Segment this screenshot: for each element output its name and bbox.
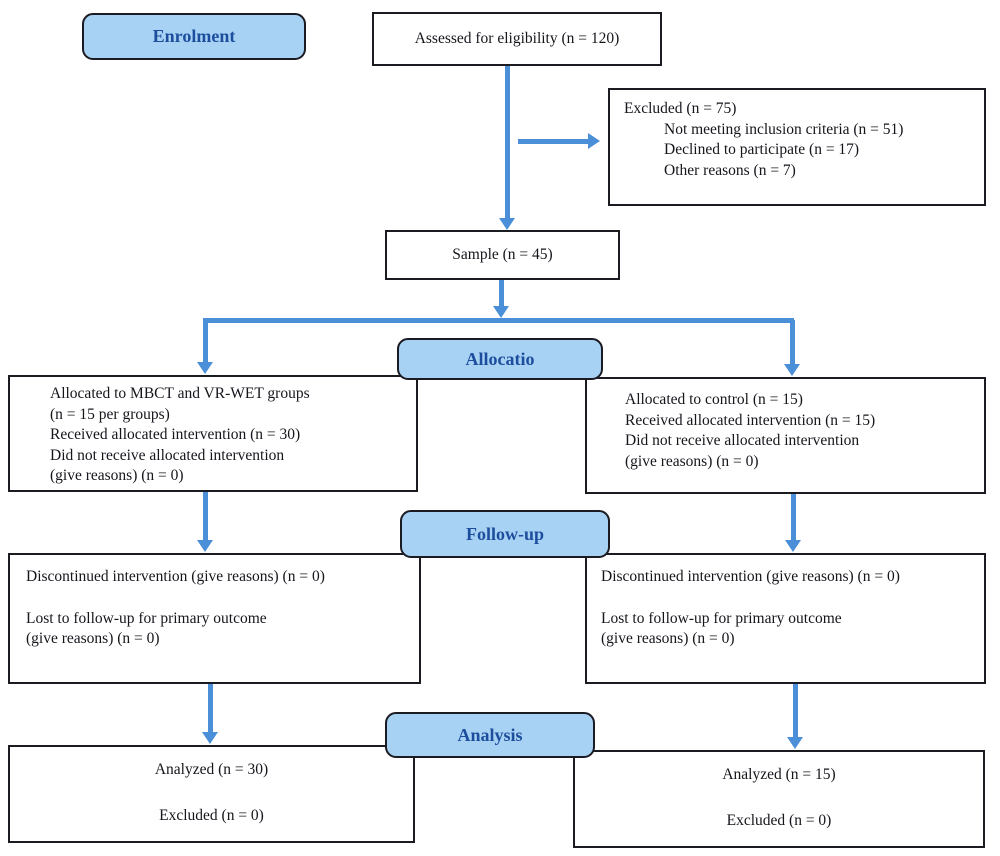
excluded-reason: Other reasons (n = 7) [664, 161, 796, 179]
followup-line: (give reasons) (n = 0) [26, 630, 160, 648]
arrow-shaft [504, 66, 510, 218]
analysis-control-box: Analyzed (n = 15) Excluded (n = 0) [573, 750, 985, 848]
arrow-shaft [498, 280, 504, 306]
arrow-right-icon [588, 133, 600, 149]
sample-text: Sample (n = 45) [452, 245, 553, 263]
excluded-title: Excluded (n = 75) [624, 100, 737, 117]
excluded-reason: Declined to participate (n = 17) [664, 141, 860, 159]
allocation-line: (give reasons) (n = 0) [50, 467, 184, 485]
arrow-allocation-to-followup-right [785, 494, 801, 552]
analyzed-count: Analyzed (n = 30) [154, 761, 269, 778]
allocation-line: Did not receive allocated intervention [625, 432, 860, 450]
arrow-down-icon [784, 364, 800, 376]
followup-line: Lost to follow-up for primary outcome [26, 609, 267, 627]
arrow-shaft [207, 684, 213, 732]
arrow-shaft [202, 492, 208, 540]
arrow-split-to-right-allocation [784, 320, 800, 376]
sample-box: Sample (n = 45) [385, 230, 620, 280]
allocation-intervention-box: Allocated to MBCT and VR-WET groups (n =… [8, 375, 418, 492]
arrow-eligibility-to-sample [499, 66, 515, 230]
allocation-line: (give reasons) (n = 0) [625, 452, 759, 470]
followup-line: Lost to follow-up for primary outcome [601, 609, 842, 627]
followup-control-box: Discontinued intervention (give reasons)… [585, 553, 986, 684]
arrow-shaft [789, 320, 795, 364]
arrow-followup-to-analysis-left [202, 684, 218, 744]
arrow-down-icon [499, 218, 515, 230]
arrow-down-icon [785, 540, 801, 552]
analyzed-count: Analyzed (n = 15) [722, 766, 836, 783]
assessed-text: Assessed for eligibility (n = 120) [414, 29, 620, 47]
arrow-followup-to-analysis-right [787, 684, 803, 749]
assessed-for-eligibility-box: Assessed for eligibility (n = 120) [372, 12, 662, 66]
followup-line: (give reasons) (n = 0) [601, 630, 735, 648]
excluded-reason: Not meeting inclusion criteria (n = 51) [664, 120, 904, 138]
excluded-box: Excluded (n = 75) Not meeting inclusion … [608, 88, 986, 206]
allocation-line: (n = 15 per groups) [50, 405, 170, 423]
arrow-shaft [202, 320, 208, 362]
stage-label-followup: Follow-up [400, 510, 610, 558]
stage-label-analysis: Analysis [385, 712, 595, 758]
arrow-shaft [790, 494, 796, 540]
analysis-excluded-count: Excluded (n = 0) [726, 811, 832, 829]
analysis-intervention-box: Analyzed (n = 30) Excluded (n = 0) [8, 745, 415, 843]
arrow-shaft [792, 684, 798, 737]
stage-label-enrolment: Enrolment [82, 13, 306, 60]
followup-intervention-box: Discontinued intervention (give reasons)… [8, 553, 421, 684]
allocation-line: Allocated to MBCT and VR-WET groups [50, 385, 310, 402]
arrow-down-icon [493, 306, 509, 318]
arrow-to-excluded [518, 133, 600, 149]
arrow-down-icon [787, 737, 803, 749]
allocation-line: Received allocated intervention (n = 30) [50, 426, 301, 444]
allocation-line: Received allocated intervention (n = 15) [625, 411, 876, 429]
allocation-split-line [203, 318, 794, 323]
stage-label-allocation: Allocatio [397, 338, 603, 380]
analysis-excluded-count: Excluded (n = 0) [159, 806, 264, 824]
arrow-down-icon [202, 732, 218, 744]
allocation-line: Did not receive allocated intervention [50, 446, 285, 464]
followup-line: Discontinued intervention (give reasons)… [26, 568, 325, 585]
arrow-shaft [518, 138, 588, 144]
arrow-allocation-to-followup-left [197, 492, 213, 552]
arrow-down-icon [197, 540, 213, 552]
allocation-line: Allocated to control (n = 15) [625, 391, 803, 408]
arrow-split-to-left-allocation [197, 320, 213, 374]
allocation-control-box: Allocated to control (n = 15) Received a… [585, 377, 986, 494]
followup-line: Discontinued intervention (give reasons)… [601, 568, 900, 585]
arrow-sample-to-split [493, 280, 509, 318]
arrow-down-icon [197, 362, 213, 374]
